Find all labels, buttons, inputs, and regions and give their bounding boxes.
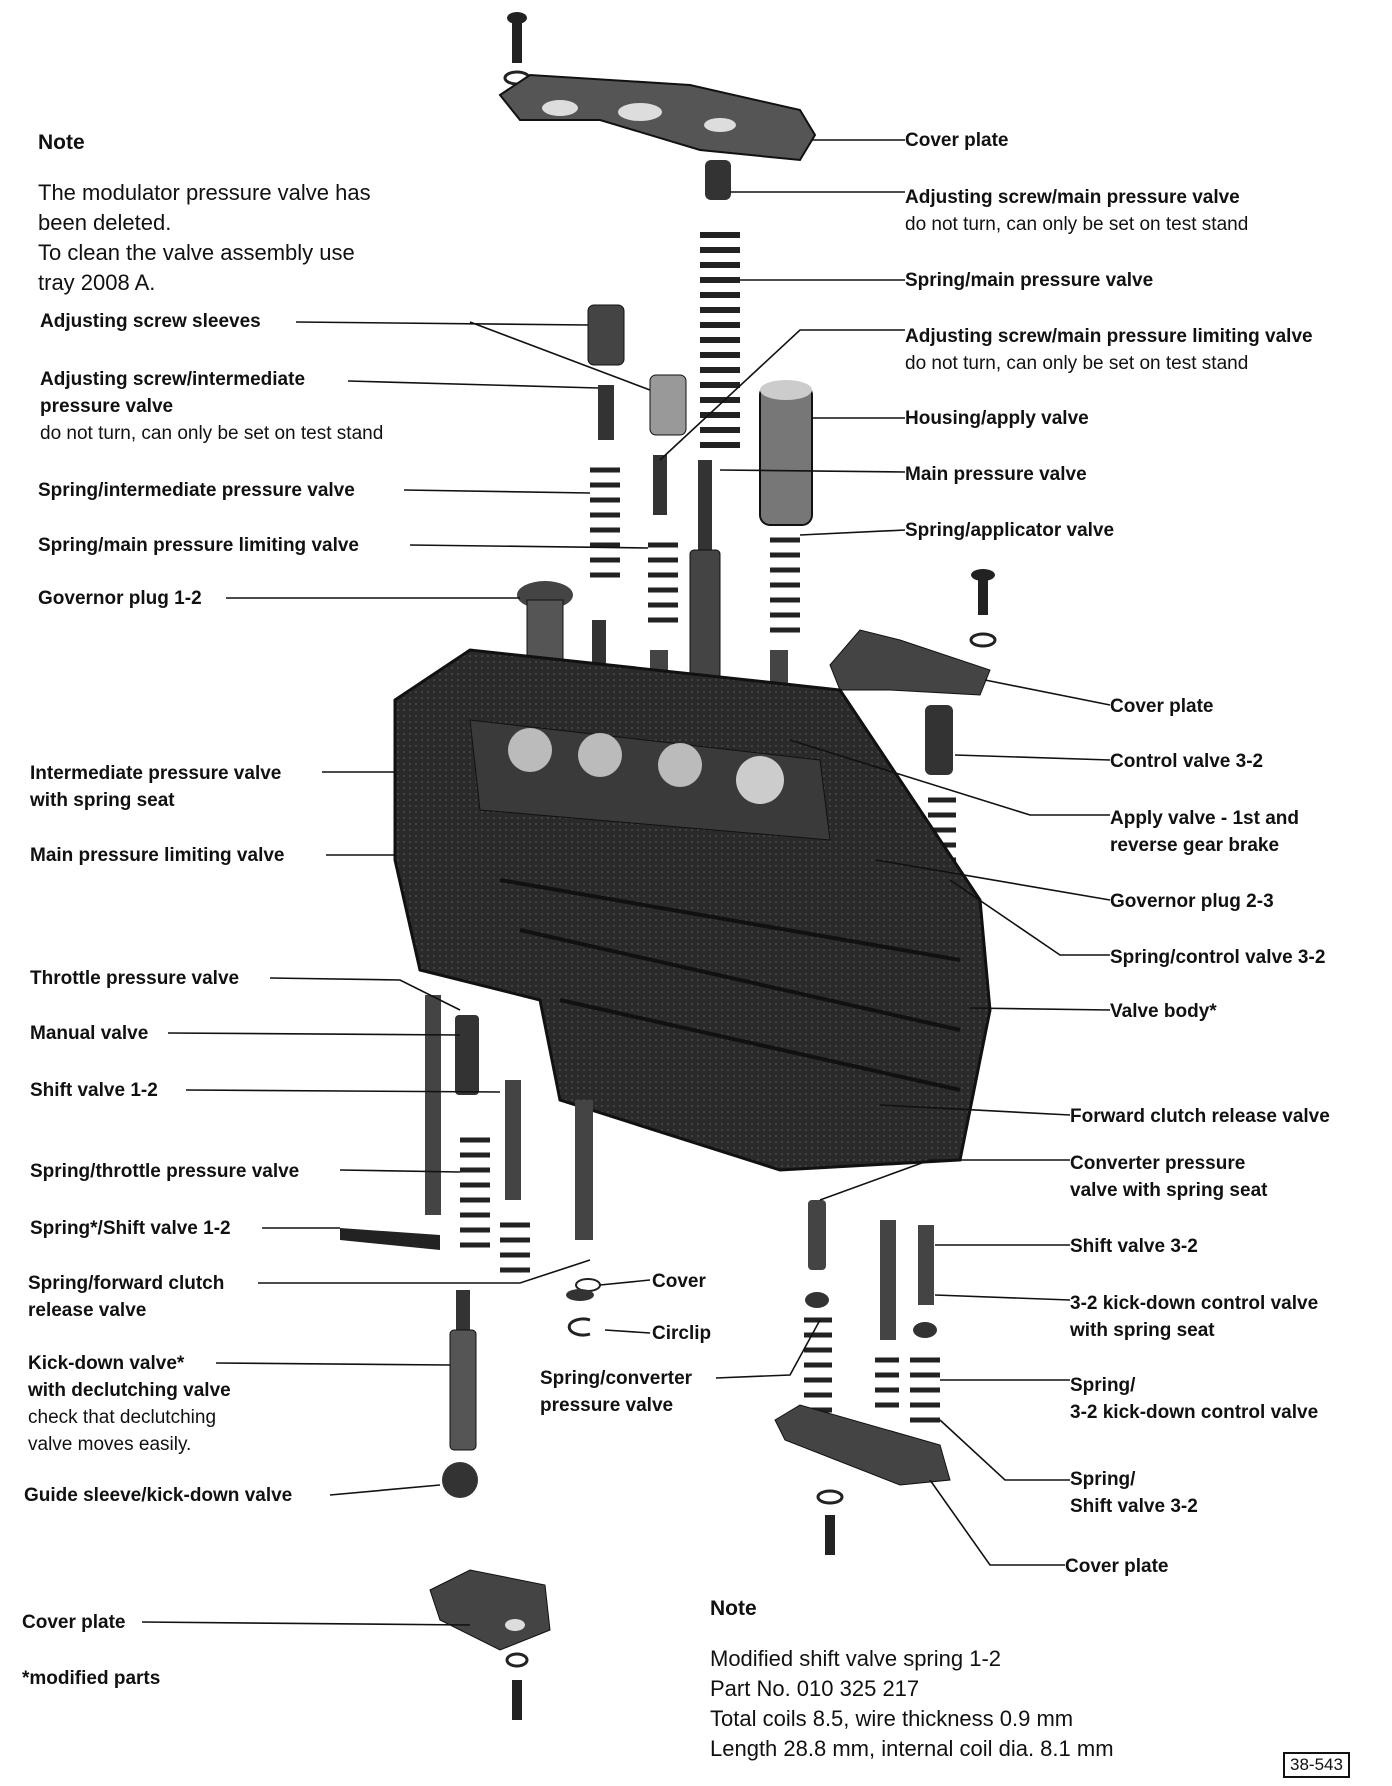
- label-spring-kickdown: Spring/ 3-2 kick-down control valve: [1070, 1372, 1318, 1426]
- label-adjusting-screw-sleeves: Adjusting screw sleeves: [40, 311, 261, 332]
- label-manual-valve: Manual valve: [30, 1023, 149, 1044]
- label-adj-screw-main: Adjusting screw/main pressure valve do n…: [905, 184, 1248, 238]
- label-line: Adjusting screw/main pressure limiting v…: [905, 326, 1313, 347]
- note-bottom: Note Modified shift valve spring 1-2 Par…: [710, 1594, 1114, 1764]
- label-note: do not turn, can only be set on test sta…: [905, 214, 1249, 235]
- label-spring-forward-clutch: Spring/forward clutch release valve: [28, 1270, 224, 1324]
- label-line: pressure valve: [40, 396, 174, 417]
- top-screw: [503, 12, 531, 86]
- label-cover-plate-mid: Cover plate: [1110, 696, 1214, 717]
- label-governor-plug-23: Governor plug 2-3: [1110, 891, 1274, 912]
- label-spring-applicator: Spring/applicator valve: [905, 520, 1115, 541]
- label-main-limiting-valve: Main pressure limiting valve: [30, 845, 285, 866]
- label-kickdown-valve: Kick-down valve* with declutching valve …: [28, 1350, 231, 1458]
- label-line: with declutching valve: [28, 1380, 231, 1401]
- note-top-heading: Note: [38, 131, 85, 154]
- label-line: valve with spring seat: [1070, 1180, 1268, 1201]
- note-bottom-line: Part No. 010 325 217: [710, 1676, 920, 1701]
- label-line: Spring/forward clutch: [28, 1273, 225, 1294]
- note-top-line: tray 2008 A.: [38, 270, 156, 295]
- figure-code: 38-543: [1283, 1752, 1350, 1778]
- leader-lines: [141, 139, 1111, 1626]
- note-bottom-line: Modified shift valve spring 1-2: [710, 1646, 1002, 1671]
- label-spring-main-limiting: Spring/main pressure limiting valve: [38, 535, 359, 556]
- note-top-line: been deleted.: [38, 210, 172, 235]
- label-spring-control-32: Spring/control valve 3-2: [1110, 947, 1326, 968]
- label-circlip: Circlip: [652, 1323, 712, 1344]
- label-note: do not turn, can only be set on test sta…: [40, 423, 384, 444]
- label-intermediate-valve: Intermediate pressure valve with spring …: [30, 760, 281, 814]
- label-converter-valve: Converter pressure valve with spring sea…: [1070, 1150, 1267, 1204]
- label-main-valve: Main pressure valve: [905, 464, 1087, 485]
- label-spring-shift-32: Spring/ Shift valve 3-2: [1070, 1466, 1198, 1520]
- label-spring-throttle: Spring/throttle pressure valve: [30, 1161, 300, 1182]
- note-bottom-heading: Note: [710, 1597, 757, 1620]
- label-control-valve-32: Control valve 3-2: [1110, 751, 1264, 772]
- label-note: valve moves easily.: [28, 1434, 192, 1455]
- label-line: Spring/: [1070, 1375, 1136, 1396]
- label-spring-main: Spring/main pressure valve: [905, 270, 1154, 291]
- note-bottom-line: Length 28.8 mm, internal coil dia. 8.1 m…: [710, 1736, 1114, 1761]
- label-line: with spring seat: [30, 790, 175, 811]
- label-line: reverse gear brake: [1110, 835, 1280, 856]
- label-line: Spring/converter: [540, 1368, 693, 1389]
- label-line: Kick-down valve*: [28, 1353, 185, 1374]
- note-top-line: The modulator pressure valve has: [38, 180, 371, 205]
- label-governor-plug-12: Governor plug 1-2: [38, 588, 202, 609]
- label-line: Intermediate pressure valve: [30, 763, 282, 784]
- label-adjusting-screw-intermediate: Adjusting screw/intermediate pressure va…: [40, 366, 383, 447]
- label-line: Spring/: [1070, 1469, 1136, 1490]
- note-top: Note The modulator pressure valve has be…: [38, 128, 371, 298]
- label-line: 3-2 kick-down control valve: [1070, 1402, 1319, 1423]
- note-top-line: To clean the valve assembly use: [38, 240, 355, 265]
- label-cover-plate-br: Cover plate: [1065, 1556, 1169, 1577]
- label-line: Adjusting screw/intermediate: [40, 369, 306, 390]
- label-line: Apply valve - 1st and: [1110, 808, 1300, 829]
- label-kickdown-control: 3-2 kick-down control valve with spring …: [1070, 1290, 1318, 1344]
- label-spring-converter: Spring/converter pressure valve: [540, 1365, 692, 1419]
- label-line: 3-2 kick-down control valve: [1070, 1293, 1319, 1314]
- label-footnote: *modified parts: [22, 1668, 161, 1689]
- label-cover-plate-top: Cover plate: [905, 130, 1009, 151]
- label-spring-shift-12: Spring*/Shift valve 1-2: [30, 1218, 231, 1239]
- label-note: check that declutching: [28, 1407, 217, 1428]
- label-apply-valve: Apply valve - 1st and reverse gear brake: [1110, 805, 1299, 859]
- label-line: with spring seat: [1070, 1320, 1215, 1341]
- label-throttle-valve: Throttle pressure valve: [30, 968, 240, 989]
- label-cover: Cover: [652, 1271, 706, 1292]
- label-line: release valve: [28, 1300, 147, 1321]
- label-line: Shift valve 3-2: [1070, 1496, 1198, 1517]
- label-guide-sleeve: Guide sleeve/kick-down valve: [24, 1485, 293, 1506]
- label-line: Converter pressure: [1070, 1153, 1246, 1174]
- label-shift-valve-12: Shift valve 1-2: [30, 1080, 158, 1101]
- main-pressure-spring: [700, 232, 740, 448]
- label-valve-body: Valve body*: [1110, 1001, 1217, 1022]
- note-bottom-line: Total coils 8.5, wire thickness 0.9 mm: [710, 1706, 1074, 1731]
- label-spring-intermediate: Spring/intermediate pressure valve: [38, 480, 355, 501]
- label-cover-plate-bottom: Cover plate: [22, 1612, 126, 1633]
- cover-plate-top-part: [498, 73, 817, 162]
- label-line: Adjusting screw/main pressure valve: [905, 187, 1240, 208]
- valve-body-part: [393, 648, 992, 1172]
- label-forward-clutch: Forward clutch release valve: [1070, 1106, 1330, 1127]
- label-note: do not turn, can only be set on test sta…: [905, 353, 1249, 374]
- label-shift-valve-32: Shift valve 3-2: [1070, 1236, 1198, 1257]
- label-adj-screw-main-limiting: Adjusting screw/main pressure limiting v…: [905, 323, 1313, 377]
- label-housing-apply: Housing/apply valve: [905, 408, 1089, 429]
- label-line: pressure valve: [540, 1395, 674, 1416]
